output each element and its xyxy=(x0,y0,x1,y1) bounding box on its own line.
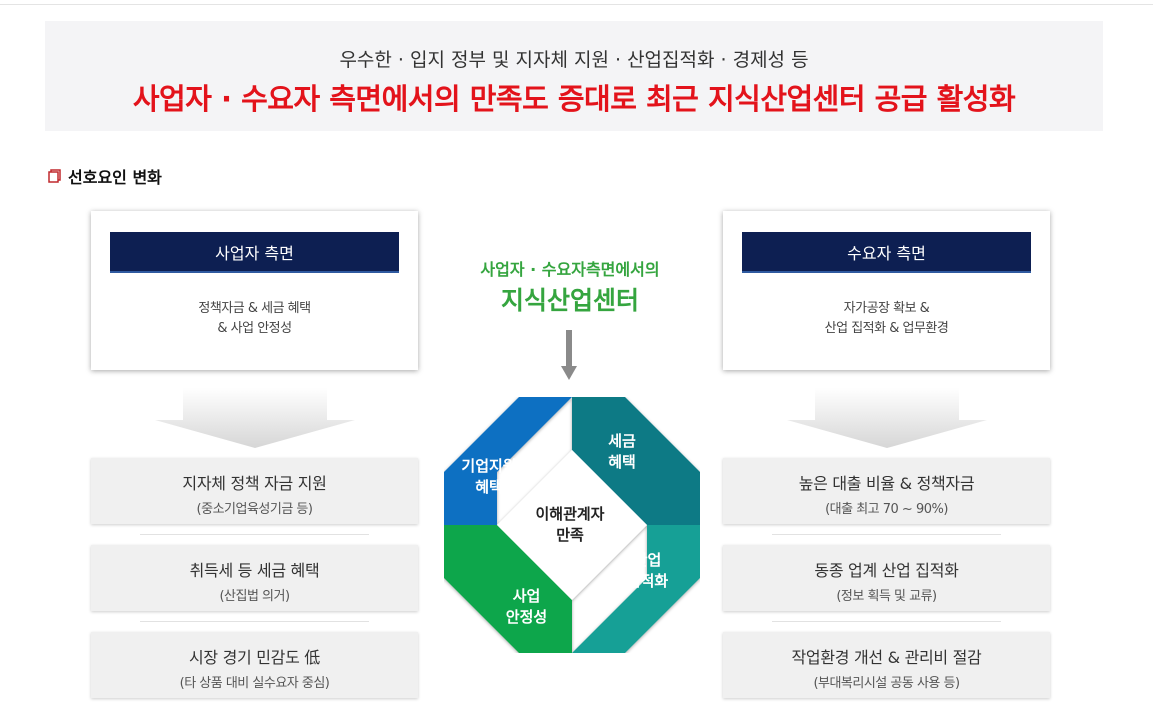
left-benefit-item-3: 시장 경기 민감도 低 (타 상품 대비 실수요자 중심) xyxy=(91,632,418,698)
right-benefit-sub: (정보 획득 및 교류) xyxy=(836,589,937,604)
left-divider-1 xyxy=(140,534,369,535)
summary-banner: 우수한 · 입지 정부 및 지자체 지원 · 산업집적화 · 경제성 등 사업자… xyxy=(45,21,1103,131)
right-benefit-title: 작업환경 개선 & 관리비 절감 xyxy=(791,648,982,667)
right-funnel-arrow xyxy=(787,388,987,448)
stakeholder-satisfaction-label: 이해관계자 만족 xyxy=(535,505,605,544)
demand-side-body: 자가공장 확보 & 산업 집적화 & 업무환경 xyxy=(723,299,1050,339)
right-benefit-title: 동종 업계 산업 집적화 xyxy=(814,561,959,580)
right-divider-2 xyxy=(772,621,1001,622)
segment-business-stability xyxy=(444,525,572,653)
left-benefit-title: 지자체 정책 자금 지원 xyxy=(182,474,327,493)
business-side-card: 사업자 측면 정책자금 & 세금 혜택 & 사업 안정성 xyxy=(91,211,418,370)
business-side-header: 사업자 측면 xyxy=(110,232,399,273)
demand-side-body-line2: 산업 집적화 & 업무환경 xyxy=(824,321,949,336)
document-icon xyxy=(48,169,61,183)
left-benefit-title: 취득세 등 세금 혜택 xyxy=(189,561,320,580)
right-benefit-sub: (부대복리시설 공동 사용 등) xyxy=(813,676,960,691)
section-title-text: 선호요인 변화 xyxy=(68,168,162,187)
business-side-body: 정책자금 & 세금 혜택 & 사업 안정성 xyxy=(91,299,418,339)
demand-side-card: 수요자 측면 자가공장 확보 & 산업 집적화 & 업무환경 xyxy=(723,211,1050,370)
segment-corporate-support xyxy=(444,397,572,525)
left-funnel-arrow xyxy=(155,388,355,448)
business-side-body-line2: & 사업 안정성 xyxy=(217,321,292,336)
segment-tax-benefit xyxy=(572,397,700,525)
top-divider xyxy=(0,4,1153,5)
segment-label-business-stability: 사업 안정성 xyxy=(505,587,548,626)
banner-headline: 사업자 · 수요자 측면에서의 만족도 증대로 최근 지식산업센터 공급 활성화 xyxy=(132,82,1016,116)
satisfaction-octagon xyxy=(444,397,700,653)
left-benefit-title: 시장 경기 민감도 低 xyxy=(189,648,320,667)
left-benefit-sub: (중소기업육성기금 등) xyxy=(196,502,313,517)
right-benefit-item-3: 작업환경 개선 & 관리비 절감 (부대복리시설 공동 사용 등) xyxy=(723,632,1050,698)
left-benefit-sub: (타 상품 대비 실수요자 중심) xyxy=(179,676,330,691)
right-benefit-item-2: 동종 업계 산업 집적화 (정보 획득 및 교류) xyxy=(723,545,1050,611)
right-benefit-sub: (대출 최고 70 ~ 90%) xyxy=(825,502,948,517)
segment-label-industrial-cluster: 산업 집적화 xyxy=(626,551,669,590)
left-benefit-item-1: 지자체 정책 자금 지원 (중소기업육성기금 등) xyxy=(91,458,418,524)
business-side-body-line1: 정책자금 & 세금 혜택 xyxy=(198,301,311,316)
right-divider-1 xyxy=(772,534,1001,535)
segment-industrial-cluster xyxy=(572,525,700,653)
banner-subtitle: 우수한 · 입지 정부 및 지자체 지원 · 산업집적화 · 경제성 등 xyxy=(339,49,809,71)
center-title: 지식산업센터 xyxy=(500,286,639,315)
right-benefit-item-1: 높은 대출 비율 & 정책자금 (대출 최고 70 ~ 90%) xyxy=(723,458,1050,524)
demand-side-header: 수요자 측면 xyxy=(742,232,1031,273)
segment-label-corporate-support: 기업지원 혜택 xyxy=(461,457,517,496)
left-divider-2 xyxy=(140,621,369,622)
demand-side-body-line1: 자가공장 확보 & xyxy=(843,301,930,316)
center-subtitle: 사업자 · 수요자측면에서의 xyxy=(480,260,660,279)
down-arrow-icon xyxy=(561,330,577,380)
left-benefit-sub: (산집법 의거) xyxy=(219,589,290,604)
segment-label-tax-benefit: 세금 혜택 xyxy=(608,432,636,471)
section-title: 선호요인 변화 xyxy=(48,164,162,188)
right-benefit-title: 높은 대출 비율 & 정책자금 xyxy=(798,474,975,493)
left-benefit-item-2: 취득세 등 세금 혜택 (산집법 의거) xyxy=(91,545,418,611)
center-diamond xyxy=(497,450,647,600)
